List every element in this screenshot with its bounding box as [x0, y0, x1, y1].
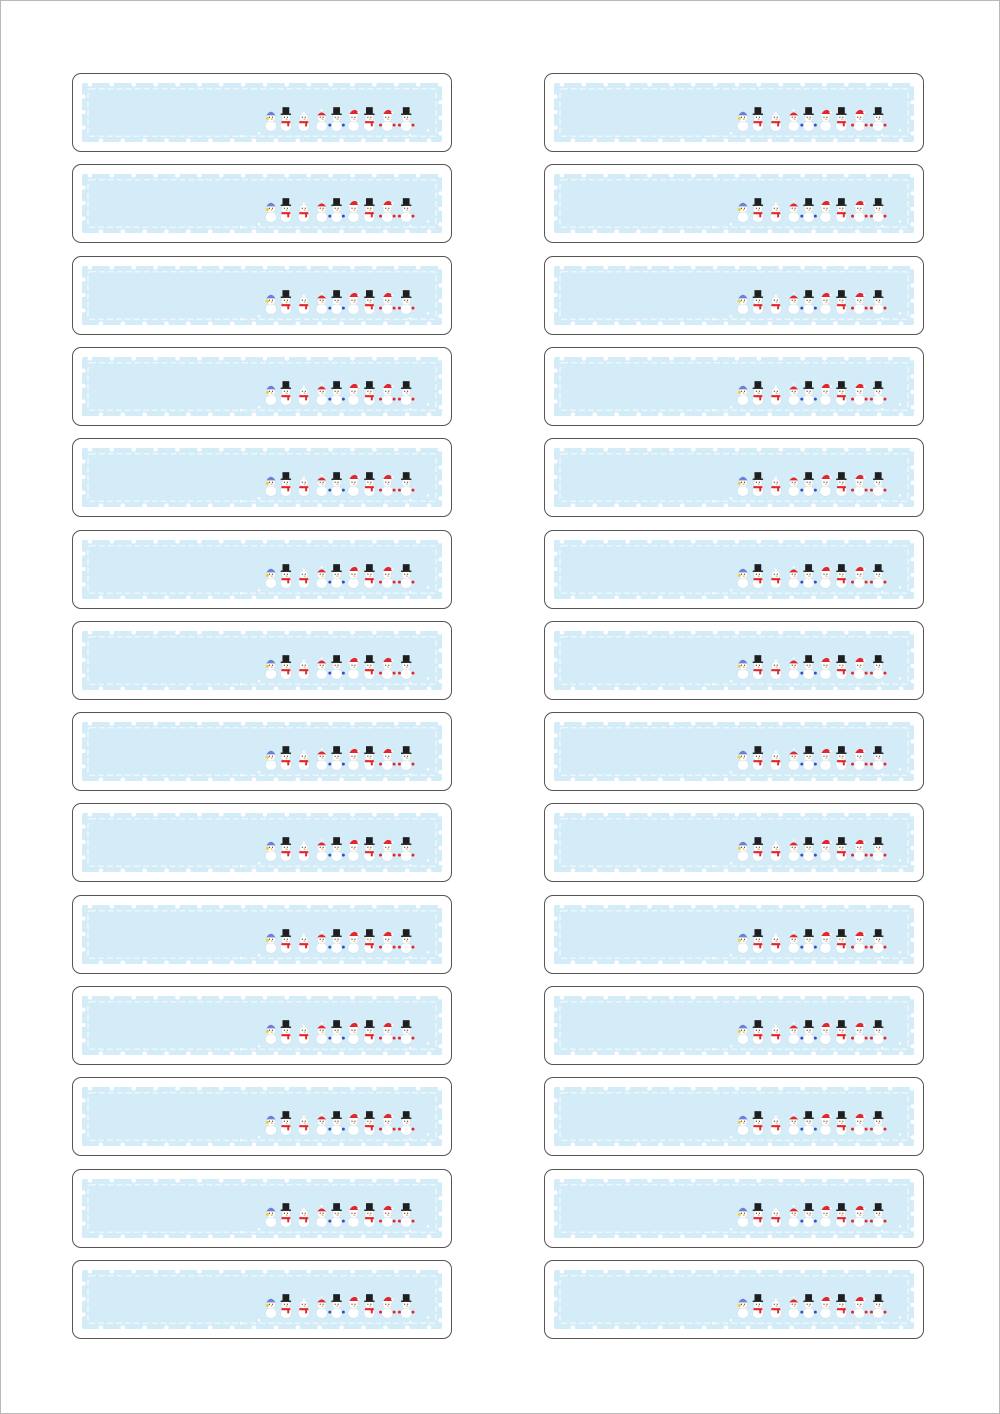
label-slot[interactable]	[72, 895, 452, 974]
label-panel	[82, 1270, 442, 1329]
label-panel	[554, 448, 914, 507]
label-panel	[554, 540, 914, 599]
snowman-row-icon	[737, 1111, 887, 1136]
label-slot[interactable]	[72, 530, 452, 609]
snowman-row-icon	[737, 929, 887, 954]
snowman-row-icon	[265, 472, 415, 497]
label-panel	[82, 631, 442, 690]
snowman-row-icon	[265, 746, 415, 771]
snowman-row-icon	[265, 1203, 415, 1228]
snowman-row-icon	[737, 837, 887, 862]
label-slot[interactable]	[72, 803, 452, 882]
label-panel	[554, 1270, 914, 1329]
label-slot[interactable]	[72, 256, 452, 335]
label-slot[interactable]	[72, 73, 452, 152]
label-slot[interactable]	[544, 73, 924, 152]
label-slot[interactable]	[72, 347, 452, 426]
label-panel	[554, 357, 914, 416]
snowman-row-icon	[737, 290, 887, 315]
snowman-row-icon	[265, 1294, 415, 1319]
label-slot[interactable]	[544, 621, 924, 700]
label-panel	[82, 905, 442, 964]
label-slot[interactable]	[544, 164, 924, 243]
label-panel	[82, 722, 442, 781]
snowman-row-icon	[265, 290, 415, 315]
label-slot[interactable]	[544, 347, 924, 426]
label-panel	[82, 174, 442, 233]
label-slot[interactable]	[544, 712, 924, 791]
label-slot[interactable]	[544, 256, 924, 335]
snowman-row-icon	[265, 1111, 415, 1136]
label-panel	[554, 174, 914, 233]
label-panel	[82, 1087, 442, 1146]
snowman-row-icon	[265, 564, 415, 589]
snowman-row-icon	[265, 929, 415, 954]
snowman-row-icon	[265, 107, 415, 132]
snowman-row-icon	[737, 1020, 887, 1045]
snowman-row-icon	[265, 655, 415, 680]
snowman-row-icon	[737, 381, 887, 406]
label-panel	[82, 357, 442, 416]
snowman-row-icon	[737, 1203, 887, 1228]
label-slot[interactable]	[72, 1169, 452, 1248]
label-slot[interactable]	[544, 1169, 924, 1248]
label-panel	[554, 631, 914, 690]
label-slot[interactable]	[544, 986, 924, 1065]
label-slot[interactable]	[72, 438, 452, 517]
label-panel	[554, 1087, 914, 1146]
label-panel	[554, 813, 914, 872]
label-slot[interactable]	[72, 164, 452, 243]
label-slot[interactable]	[72, 621, 452, 700]
snowman-row-icon	[737, 472, 887, 497]
label-panel	[82, 540, 442, 599]
snowman-row-icon	[265, 837, 415, 862]
label-panel	[82, 1179, 442, 1238]
label-slot[interactable]	[72, 986, 452, 1065]
label-slot[interactable]	[544, 530, 924, 609]
label-panel	[554, 1179, 914, 1238]
snowman-row-icon	[737, 107, 887, 132]
label-panel	[554, 996, 914, 1055]
label-slot[interactable]	[544, 803, 924, 882]
label-slot[interactable]	[544, 438, 924, 517]
label-slot[interactable]	[544, 1077, 924, 1156]
label-panel	[554, 83, 914, 142]
snowman-row-icon	[265, 198, 415, 223]
snowman-row-icon	[265, 1020, 415, 1045]
label-slot[interactable]	[72, 1077, 452, 1156]
snowman-row-icon	[737, 1294, 887, 1319]
label-slot[interactable]	[72, 712, 452, 791]
label-slot[interactable]	[544, 895, 924, 974]
label-panel	[82, 83, 442, 142]
label-panel	[554, 266, 914, 325]
label-panel	[82, 448, 442, 507]
label-slot[interactable]	[72, 1260, 452, 1339]
snowman-row-icon	[737, 655, 887, 680]
snowman-row-icon	[737, 564, 887, 589]
label-panel	[82, 813, 442, 872]
label-panel	[554, 722, 914, 781]
label-slot[interactable]	[544, 1260, 924, 1339]
label-panel	[82, 266, 442, 325]
label-panel	[554, 905, 914, 964]
snowman-row-icon	[737, 746, 887, 771]
snowman-row-icon	[265, 381, 415, 406]
snowman-row-icon	[737, 198, 887, 223]
label-panel	[82, 996, 442, 1055]
